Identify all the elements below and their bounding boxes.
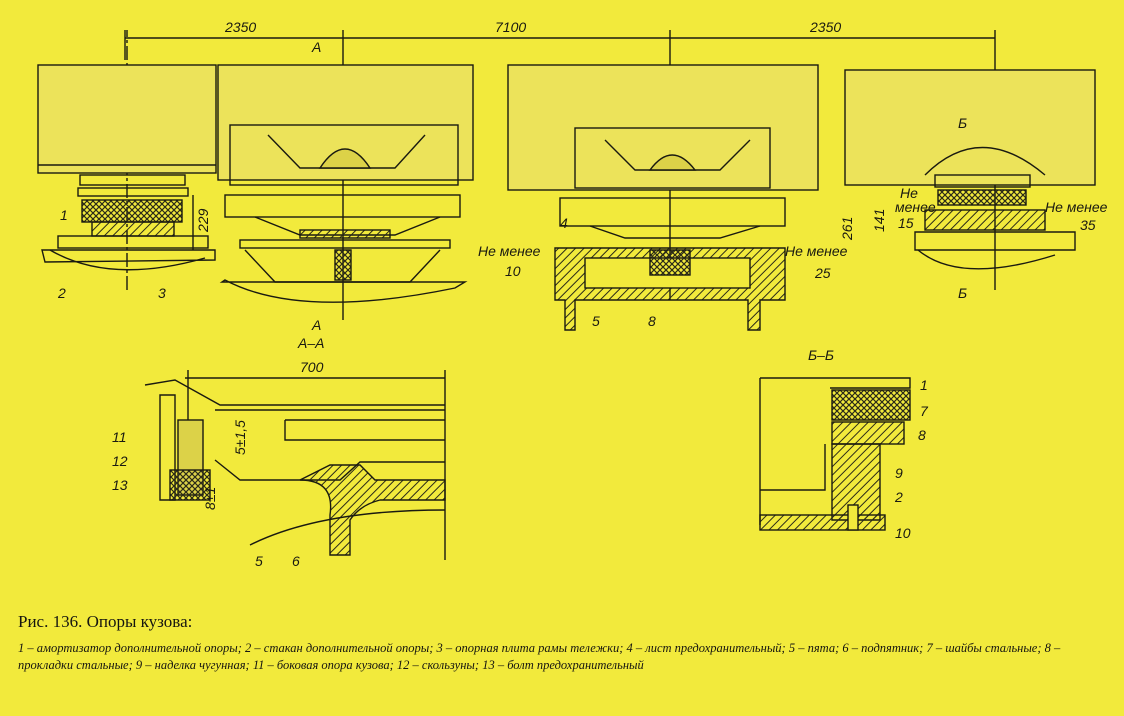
- section-mark-a-bottom: А: [311, 317, 321, 333]
- label-aa-5: 5: [255, 553, 263, 569]
- label-bb-7: 7: [920, 403, 929, 419]
- dimension-229: 229: [195, 208, 211, 233]
- dimension-261: 261: [839, 217, 855, 241]
- section-mark-b-top: Б: [958, 115, 967, 131]
- label-bb-1: 1: [920, 377, 928, 393]
- label-11: 11: [112, 429, 127, 445]
- label-3: 3: [158, 285, 166, 301]
- label-value-35: 35: [1080, 217, 1096, 233]
- label-ne: Не: [900, 185, 918, 201]
- legend-item: 4 – лист предохранительный;: [626, 641, 786, 655]
- dimension-141: 141: [871, 209, 887, 232]
- legend-item: 7 – шайбы стальные;: [926, 641, 1042, 655]
- section-mark-a-top: А: [311, 39, 321, 55]
- side-support-assembly-left: [37, 64, 217, 271]
- label-value-25: 25: [814, 265, 831, 281]
- label-4: 4: [560, 215, 568, 231]
- label-12: 12: [112, 453, 128, 469]
- label-ne-menee-35: Не менее: [1045, 199, 1108, 215]
- legend-item: 3 – опорная плита рамы тележки;: [436, 641, 624, 655]
- legend-item: 5 – пята;: [788, 641, 840, 655]
- section-b-b: [759, 377, 911, 531]
- side-support-assembly-right: [844, 69, 1096, 270]
- dimension-2350-right: 2350: [809, 19, 841, 35]
- legend-item: 8 – прокладки стальные;: [18, 641, 1061, 672]
- section-mark-b-bottom: Б: [958, 285, 967, 301]
- center-pivot-assembly-right: [507, 64, 819, 331]
- section-title-b-b: Б–Б: [808, 347, 834, 363]
- center-pivot-assembly-left: [217, 64, 474, 303]
- label-bb-2: 2: [894, 489, 903, 505]
- legend-item: 12 – скользуны;: [396, 658, 480, 672]
- figure-caption-title: Рис. 136. Опоры кузова:: [18, 612, 193, 631]
- label-aa-6: 6: [292, 553, 300, 569]
- label-value-15: 15: [898, 215, 914, 231]
- label-bb-8: 8: [918, 427, 926, 443]
- legend-item: 2 – стакан дополнительной опоры;: [245, 641, 434, 655]
- label-ne-menee-25: Не менее: [785, 243, 848, 259]
- label-13: 13: [112, 477, 128, 493]
- label-bb-9: 9: [895, 465, 903, 481]
- label-1: 1: [60, 207, 68, 223]
- legend-item: 13 – болт предохранительный: [482, 658, 644, 672]
- label-5: 5: [592, 313, 600, 329]
- dimension-7100: 7100: [495, 19, 526, 35]
- section-title-a-a: А–А: [297, 335, 324, 351]
- label-2: 2: [57, 285, 66, 301]
- dimension-2350-left: 2350: [224, 19, 256, 35]
- section-a-a: [144, 370, 446, 560]
- label-menee: менее: [895, 199, 936, 215]
- legend-item: 1 – амортизатор дополнительной опоры;: [18, 641, 242, 655]
- figure-caption-legend: 1 – амортизатор дополнительной опоры; 2 …: [18, 640, 1108, 674]
- dimension-8: 8±1: [202, 487, 218, 510]
- legend-item: 9 – наделка чугунная;: [135, 658, 250, 672]
- dimension-700: 700: [300, 359, 324, 375]
- dimension-gap: 5±1,5: [232, 420, 248, 455]
- legend-item: 6 – подпятник;: [842, 641, 924, 655]
- label-bb-10: 10: [895, 525, 911, 541]
- label-value-10: 10: [505, 263, 521, 279]
- legend-item: 11 – боковая опора кузова;: [252, 658, 394, 672]
- label-8: 8: [648, 313, 656, 329]
- label-ne-menee-10: Не менее: [478, 243, 541, 259]
